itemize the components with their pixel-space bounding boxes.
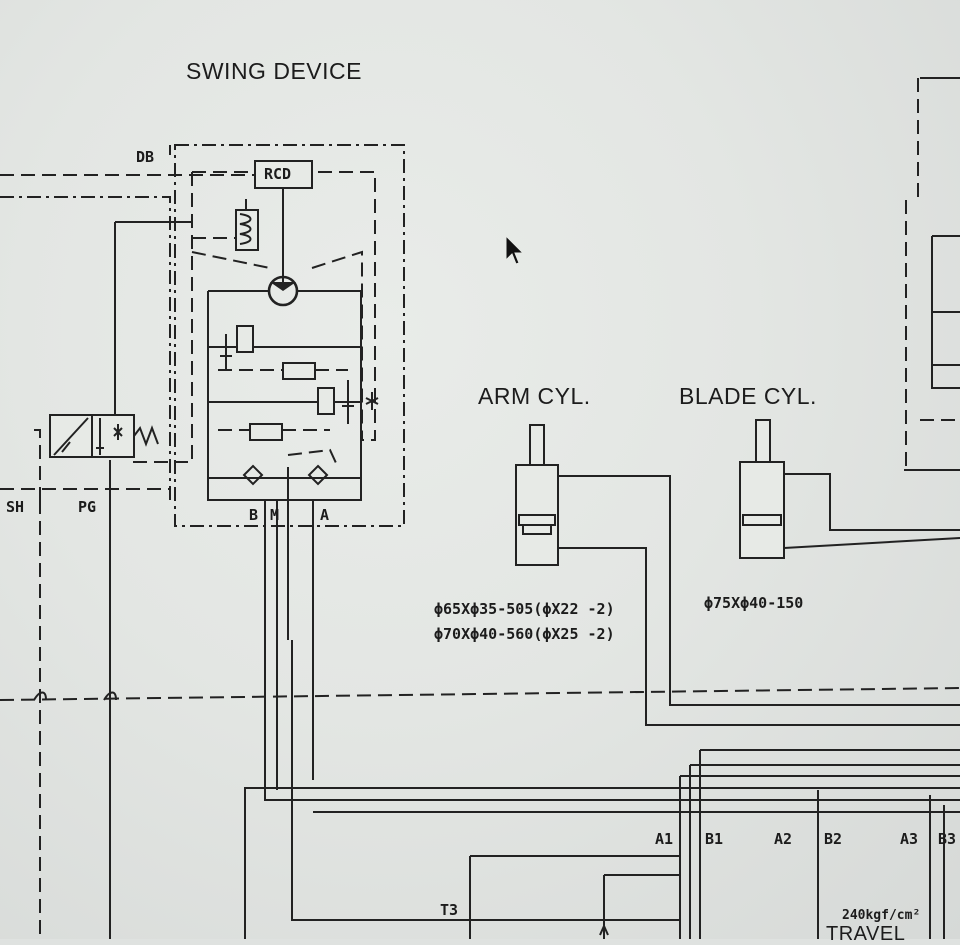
blade-spec: ϕ75Xϕ40-150 [704, 594, 804, 612]
swing-device-title: SWING DEVICE [186, 58, 362, 84]
crossover-2 [103, 691, 117, 701]
port-a1-label: A1 [655, 830, 674, 848]
mouse-cursor-icon [505, 234, 525, 265]
solenoid-valve [49, 414, 159, 458]
arm-cylinder [515, 424, 960, 726]
t3-label: T3 [440, 901, 459, 919]
valve-block [207, 290, 379, 501]
rcd-brake [213, 160, 313, 282]
blade-cylinder [739, 419, 960, 559]
travel-label: TRAVEL [826, 923, 906, 945]
port-a3-label: A3 [900, 830, 919, 848]
port-b-label: B [249, 506, 259, 524]
port-m-label: M [270, 506, 280, 524]
port-b3-label: B3 [938, 830, 957, 848]
port-b2-label: B2 [824, 830, 843, 848]
sh-label: SH [6, 498, 25, 516]
pg-label: PG [78, 498, 97, 516]
control-valve-lines [244, 749, 960, 939]
arm-spec-1: ϕ65Xϕ35-505(ϕX22 -2) [434, 600, 615, 618]
port-a-label: A [320, 506, 330, 524]
pilot-lines [0, 174, 255, 939]
arm-cyl-title: ARM CYL. [478, 383, 591, 409]
arm-spec-2: ϕ70Xϕ40-560(ϕX25 -2) [434, 625, 615, 643]
brake-spring [235, 199, 259, 251]
blade-cyl-title: BLADE CYL. [679, 383, 817, 409]
pilot-line-horizontal [0, 687, 960, 701]
port-b1-label: B1 [705, 830, 724, 848]
right-device-box [904, 77, 960, 471]
rcd-label: RCD [264, 165, 292, 183]
crossover-1 [33, 691, 47, 701]
port-a2-label: A2 [774, 830, 793, 848]
db-label: DB [136, 148, 155, 166]
pressure-label: 240kgf/cm² [842, 908, 921, 923]
